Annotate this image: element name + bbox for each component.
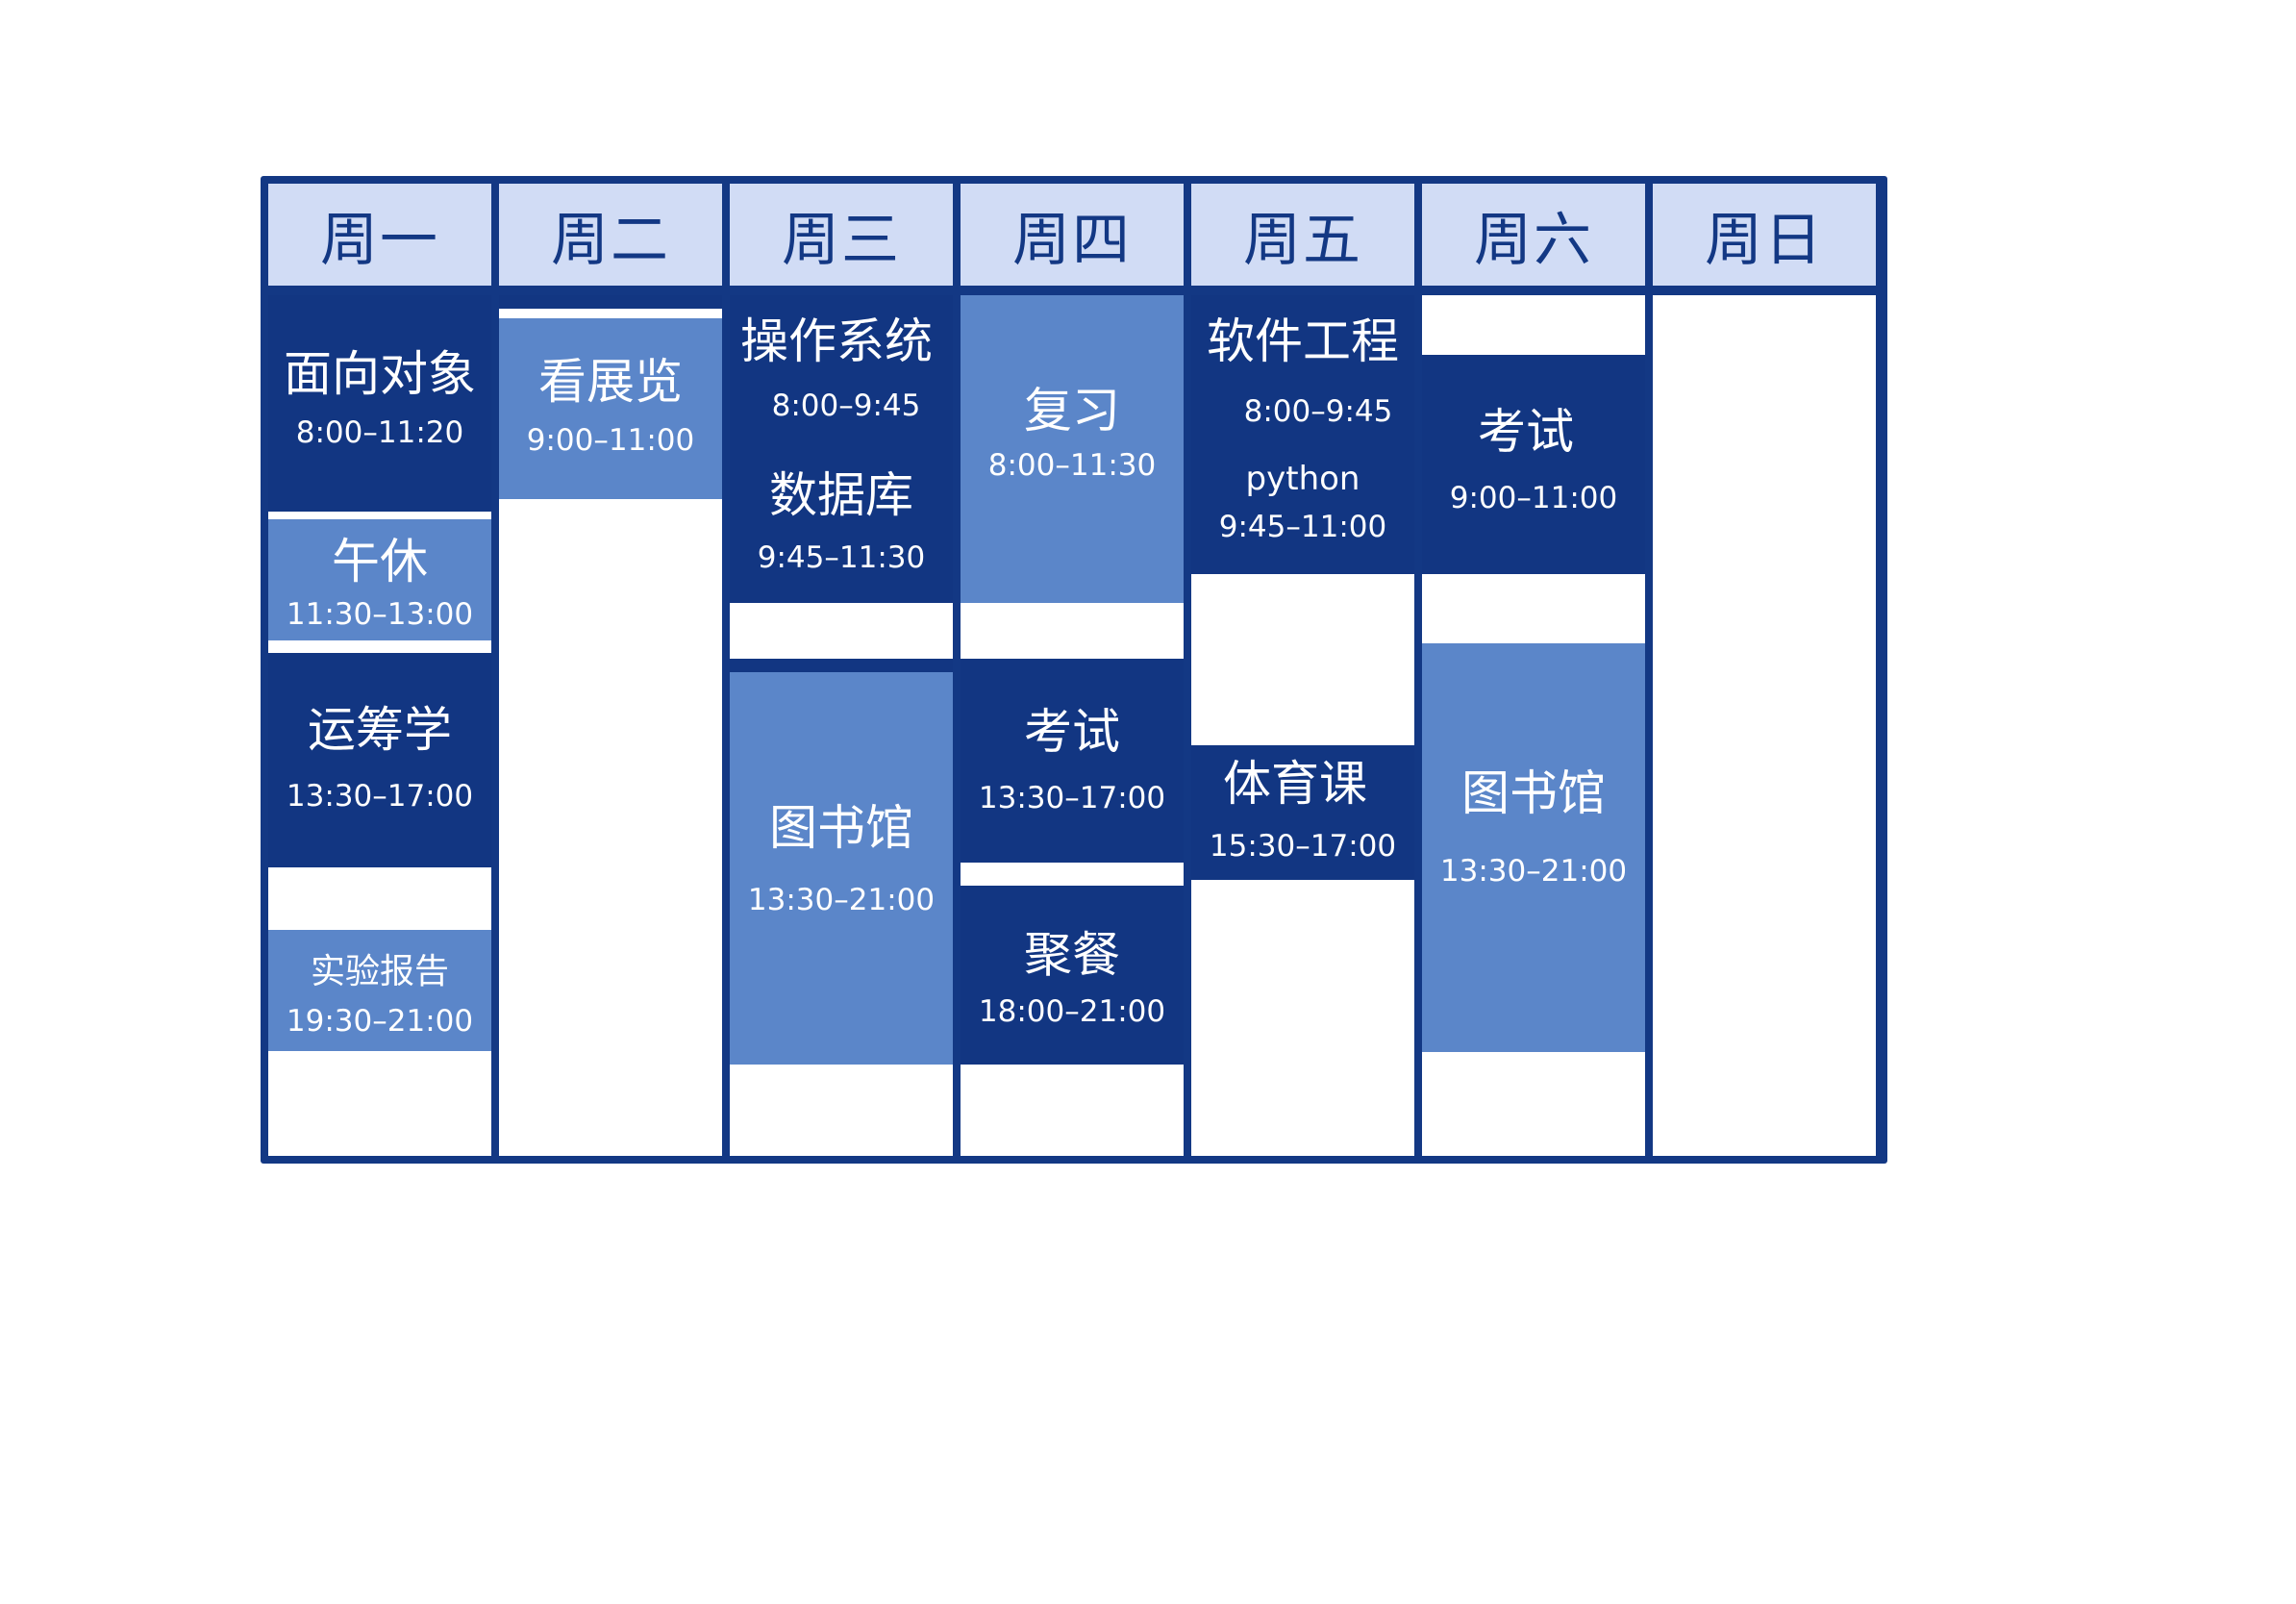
event-time: 9:45–11:30 xyxy=(757,540,926,575)
event-block[interactable]: 体育课 15:30–17:00 xyxy=(1191,745,1414,880)
day-body-wednesday: 操作系统 8:00–9:45 数据库 9:45–11:30 图书馆 13:30–… xyxy=(730,295,953,1156)
event-title: 看展览 xyxy=(538,354,683,410)
divider-bar xyxy=(499,295,722,309)
weekly-schedule-board: 周一 面向对象 8:00–11:20 午休 11:30–13:00 运筹学 13… xyxy=(261,176,1887,1164)
column-wednesday: 周三 操作系统 8:00–9:45 数据库 9:45–11:30 图书馆 13:… xyxy=(730,184,953,1156)
day-header-tuesday: 周二 xyxy=(499,184,722,286)
event-title: 数据库 xyxy=(769,467,913,523)
event-block[interactable]: 图书馆 13:30–21:00 xyxy=(1422,643,1645,1052)
event-time: 13:30–17:00 xyxy=(978,781,1166,815)
event-title: 聚餐 xyxy=(1024,927,1120,983)
day-header-saturday: 周六 xyxy=(1422,184,1645,286)
event-time: 8:00–9:45 xyxy=(771,388,921,423)
event-title: 复习 xyxy=(1024,383,1120,439)
day-header-friday: 周五 xyxy=(1191,184,1414,286)
event-title: 实验报告 xyxy=(310,952,449,991)
event-time: 13:30–17:00 xyxy=(286,779,474,814)
event-title: 面向对象 xyxy=(284,346,476,402)
event-title: python xyxy=(1245,460,1360,498)
day-body-sunday xyxy=(1653,295,1876,1156)
event-title: 图书馆 xyxy=(769,800,913,856)
event-block[interactable]: 操作系统 8:00–9:45 数据库 9:45–11:30 xyxy=(730,295,953,603)
event-block[interactable]: 聚餐 18:00–21:00 xyxy=(961,886,1184,1065)
day-body-thursday: 复习 8:00–11:30 考试 13:30–17:00 聚餐 18:00–21… xyxy=(961,295,1184,1156)
event-time: 13:30–21:00 xyxy=(747,883,936,917)
event-block[interactable]: 考试 13:30–17:00 xyxy=(961,659,1184,863)
event-title: 考试 xyxy=(1478,404,1574,460)
column-saturday: 周六 考试 9:00–11:00 图书馆 13:30–21:00 xyxy=(1422,184,1645,1156)
event-block[interactable]: 运筹学 13:30–17:00 xyxy=(268,653,491,867)
event-title: 考试 xyxy=(1024,704,1120,760)
event-title: 午休 xyxy=(332,534,428,589)
day-header-thursday: 周四 xyxy=(961,184,1184,286)
event-time: 9:00–11:00 xyxy=(526,423,695,458)
event-time: 9:00–11:00 xyxy=(1449,481,1618,515)
day-header-wednesday: 周三 xyxy=(730,184,953,286)
event-time: 8:00–11:30 xyxy=(987,448,1157,483)
day-body-monday: 面向对象 8:00–11:20 午休 11:30–13:00 运筹学 13:30… xyxy=(268,295,491,1156)
event-title: 图书馆 xyxy=(1461,765,1606,821)
event-title: 软件工程 xyxy=(1207,313,1399,369)
event-time: 9:45–11:00 xyxy=(1218,510,1387,544)
event-block[interactable]: 实验报告 19:30–21:00 xyxy=(268,930,491,1051)
event-time: 8:00–9:45 xyxy=(1243,394,1393,429)
event-block[interactable]: 考试 9:00–11:00 xyxy=(1422,355,1645,574)
event-time: 8:00–11:20 xyxy=(295,415,464,450)
day-body-tuesday: 看展览 9:00–11:00 xyxy=(499,295,722,1156)
event-block[interactable]: 图书馆 13:30–21:00 xyxy=(730,672,953,1065)
column-friday: 周五 软件工程 8:00–9:45 python 9:45–11:00 体育课 … xyxy=(1191,184,1414,1156)
event-time: 13:30–21:00 xyxy=(1439,854,1628,889)
event-block[interactable]: 看展览 9:00–11:00 xyxy=(499,318,722,499)
event-title: 操作系统 xyxy=(740,313,933,369)
event-block[interactable]: 软件工程 8:00–9:45 python 9:45–11:00 xyxy=(1191,295,1414,574)
event-block[interactable]: 面向对象 8:00–11:20 xyxy=(268,295,491,512)
column-monday: 周一 面向对象 8:00–11:20 午休 11:30–13:00 运筹学 13… xyxy=(268,184,491,1156)
event-title: 体育课 xyxy=(1223,756,1367,812)
day-body-saturday: 考试 9:00–11:00 图书馆 13:30–21:00 xyxy=(1422,295,1645,1156)
event-time: 18:00–21:00 xyxy=(978,994,1166,1029)
day-header-monday: 周一 xyxy=(268,184,491,286)
event-block[interactable]: 复习 8:00–11:30 xyxy=(961,295,1184,603)
event-title: 运筹学 xyxy=(308,702,452,758)
event-time: 19:30–21:00 xyxy=(286,1004,474,1039)
event-time: 15:30–17:00 xyxy=(1209,829,1397,864)
divider-bar xyxy=(730,659,953,672)
column-tuesday: 周二 看展览 9:00–11:00 xyxy=(499,184,722,1156)
column-sunday: 周日 xyxy=(1653,184,1876,1156)
day-header-sunday: 周日 xyxy=(1653,184,1876,286)
day-body-friday: 软件工程 8:00–9:45 python 9:45–11:00 体育课 15:… xyxy=(1191,295,1414,1156)
event-block[interactable]: 午休 11:30–13:00 xyxy=(268,519,491,640)
event-time: 11:30–13:00 xyxy=(286,597,474,632)
column-thursday: 周四 复习 8:00–11:30 考试 13:30–17:00 聚餐 18:00… xyxy=(961,184,1184,1156)
